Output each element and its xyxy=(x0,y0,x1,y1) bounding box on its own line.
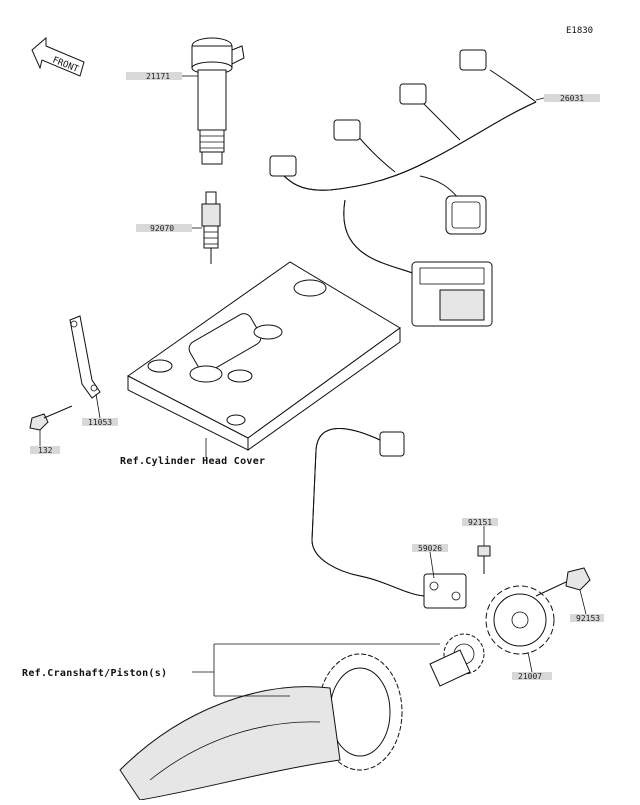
svg-text:59026: 59026 xyxy=(418,544,442,553)
ignition-coil-icon xyxy=(191,37,245,165)
cylinder-head-cover-icon xyxy=(127,261,401,451)
svg-text:Ref.Cylinder Head Cover: Ref.Cylinder Head Cover xyxy=(120,455,265,467)
diagram-code: E1830 xyxy=(566,26,593,36)
label-11053[interactable]: 11053 xyxy=(82,393,118,427)
svg-text:11053: 11053 xyxy=(88,418,112,427)
svg-text:92151: 92151 xyxy=(468,518,492,527)
label-132[interactable]: 132 xyxy=(30,430,60,455)
wiring-harness-icon xyxy=(269,49,537,327)
svg-text:21007: 21007 xyxy=(518,672,542,681)
label-92151[interactable]: 92151 xyxy=(462,518,498,546)
svg-text:92070: 92070 xyxy=(150,224,174,233)
bolt-icon xyxy=(29,405,73,431)
spark-plug-icon xyxy=(201,191,221,264)
label-21007[interactable]: 21007 xyxy=(512,651,552,681)
label-59026[interactable]: 59026 xyxy=(412,544,448,579)
sensor-wire-icon xyxy=(311,428,467,609)
rotor-bolt-icon xyxy=(535,567,591,597)
label-92070[interactable]: 92070 xyxy=(136,224,202,233)
label-92153[interactable]: 92153 xyxy=(570,589,604,623)
timing-rotor-icon xyxy=(485,585,555,655)
sensor-bracket-icon xyxy=(69,315,101,399)
front-arrow-icon: FRONT xyxy=(31,36,85,77)
crankshaft-icon xyxy=(119,633,485,801)
svg-text:26031: 26031 xyxy=(560,94,584,103)
ref-crankshaft-piston: Ref.Cranshaft/Piston(s) xyxy=(22,643,440,697)
svg-text:132: 132 xyxy=(38,446,53,455)
label-21171[interactable]: 21171 xyxy=(126,72,198,81)
screw-icon xyxy=(477,545,491,574)
label-26031[interactable]: 26031 xyxy=(535,94,600,103)
svg-text:Ref.Cranshaft/Piston(s): Ref.Cranshaft/Piston(s) xyxy=(22,667,167,679)
svg-text:92153: 92153 xyxy=(576,614,600,623)
ref-cylinder-head-cover: Ref.Cylinder Head Cover xyxy=(120,438,265,467)
svg-text:21171: 21171 xyxy=(146,72,170,81)
